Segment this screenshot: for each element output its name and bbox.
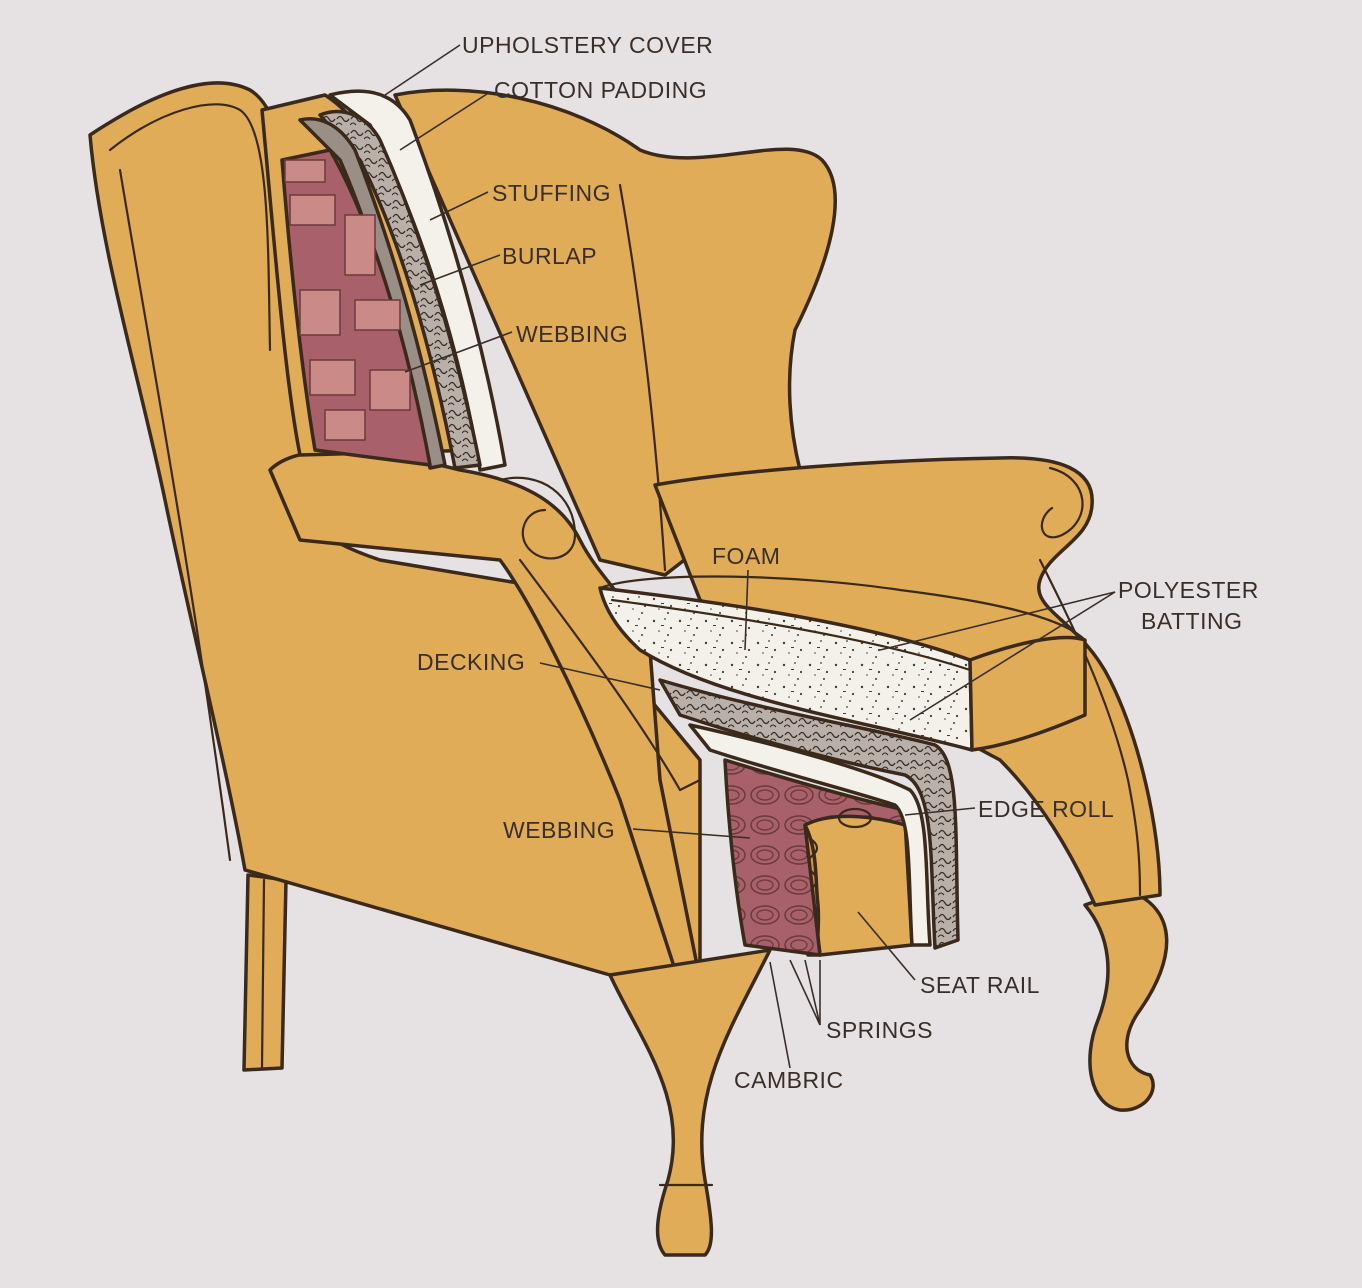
foam-cushion [598, 575, 1087, 752]
label-springs: SPRINGS [826, 1017, 933, 1043]
label-cambric: CAMBRIC [734, 1067, 844, 1093]
back-left-leg [242, 873, 288, 1072]
label-webbing-seat: WEBBING [503, 817, 615, 843]
labels: UPHOLSTERY COVER COTTON PADDING STUFFING… [417, 32, 1259, 1093]
label-foam: FOAM [712, 543, 780, 569]
back-webbing-strips [284, 159, 411, 441]
label-edge-roll: EDGE ROLL [978, 796, 1114, 822]
label-polyester-line1: POLYESTER [1118, 577, 1259, 603]
label-cotton-padding: COTTON PADDING [494, 77, 707, 103]
back-right-leg [1083, 888, 1169, 1112]
label-decking: DECKING [417, 649, 525, 675]
back-panel [393, 88, 837, 577]
label-webbing-back: WEBBING [516, 321, 628, 347]
label-upholstery-cover: UPHOLSTERY COVER [462, 32, 713, 58]
label-polyester-line2: BATTING [1141, 608, 1242, 634]
label-seat-rail: SEAT RAIL [920, 972, 1040, 998]
front-left-leg [608, 948, 772, 1257]
label-stuffing: STUFFING [492, 180, 611, 206]
label-burlap: BURLAP [502, 243, 597, 269]
seat-stuffing-layers [658, 678, 960, 950]
leader-lines [384, 44, 1116, 1069]
